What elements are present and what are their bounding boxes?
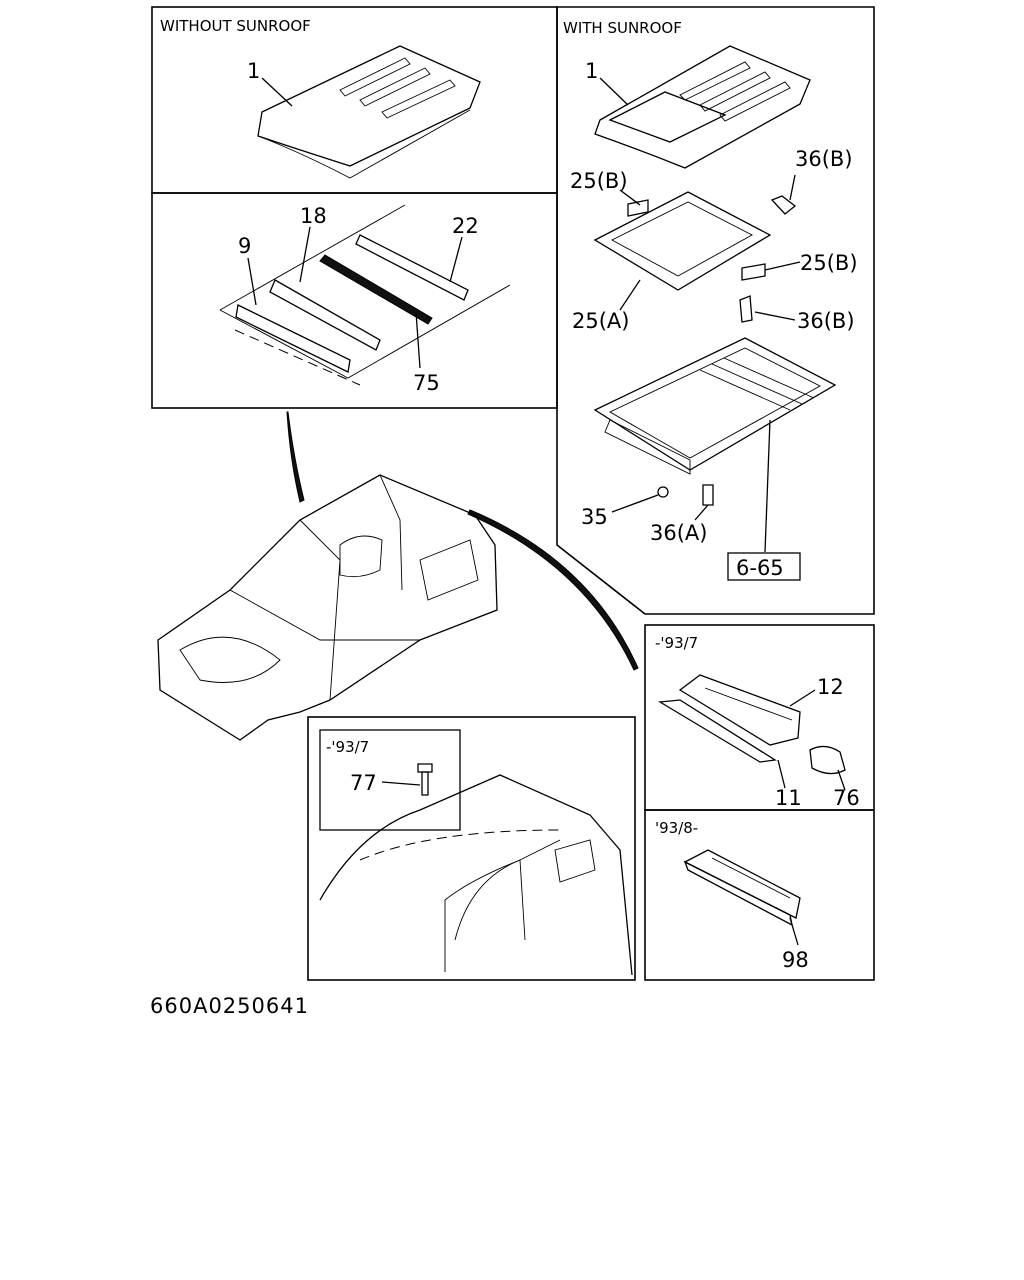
callout-label: 1 xyxy=(247,59,260,83)
callout-label: 25(B) xyxy=(800,251,858,275)
cowl-drawing xyxy=(657,674,846,775)
sunroof-housing-drawing xyxy=(593,337,837,475)
callout-label: 1 xyxy=(585,59,598,83)
drawing-code: 660A0250641 xyxy=(150,994,309,1018)
panel-with-sunroof: WITH SUNROOF 1 36(B) 25(B) 25(B) xyxy=(556,6,875,615)
reference-box xyxy=(727,552,801,581)
callout-label: 98 xyxy=(782,948,809,972)
roof-side-drawing xyxy=(319,774,633,976)
cowl-drawing xyxy=(683,849,801,927)
callout-label: 25(A) xyxy=(572,309,629,333)
callout-label: 12 xyxy=(817,675,844,699)
callout-label: 11 xyxy=(775,786,802,810)
callout-label: 36(B) xyxy=(795,147,853,171)
callout-label: 25(B) xyxy=(570,169,628,193)
bolt-icon xyxy=(739,295,753,323)
panel-date-label: -'93/7 xyxy=(655,634,698,652)
screw-icon xyxy=(417,763,433,796)
roof-bows-drawing xyxy=(219,204,511,386)
sunroof-frame-drawing xyxy=(593,191,772,291)
sunroof-roof-panel-drawing xyxy=(594,45,811,169)
roof-panel-drawing xyxy=(257,45,481,179)
reference-label: 6-65 xyxy=(736,556,784,580)
vehicle-body-shell xyxy=(157,411,639,741)
panel-title-with-sunroof: WITH SUNROOF xyxy=(563,19,682,37)
panel-cowl-early: -'93/7 12 11 76 xyxy=(644,624,875,811)
callout-label: 75 xyxy=(413,371,440,395)
callout-label: 35 xyxy=(581,505,608,529)
bolt-icon xyxy=(702,484,714,506)
callout-label: 18 xyxy=(300,204,327,228)
panel-roof-reinforcements: 18 22 9 75 xyxy=(151,192,558,409)
callout-label: 36(A) xyxy=(650,521,707,545)
callout-label: 36(B) xyxy=(797,309,855,333)
callout-label: 76 xyxy=(833,786,860,810)
callout-label: 9 xyxy=(238,234,251,258)
bolt-icon xyxy=(770,195,797,215)
panel-rain-rail: -'93/7 77 xyxy=(307,716,636,981)
callout-label: 22 xyxy=(452,214,479,238)
panel-date-label: -'93/7 xyxy=(326,738,369,756)
panel-title-without-sunroof: WITHOUT SUNROOF xyxy=(160,17,311,35)
panel-cowl-late: '93/8- 98 xyxy=(644,809,875,981)
callout-label: 77 xyxy=(350,771,377,795)
panel-without-sunroof: WITHOUT SUNROOF 1 xyxy=(151,6,558,194)
panel-date-label: '93/8- xyxy=(655,819,698,837)
nut-icon xyxy=(657,486,669,498)
